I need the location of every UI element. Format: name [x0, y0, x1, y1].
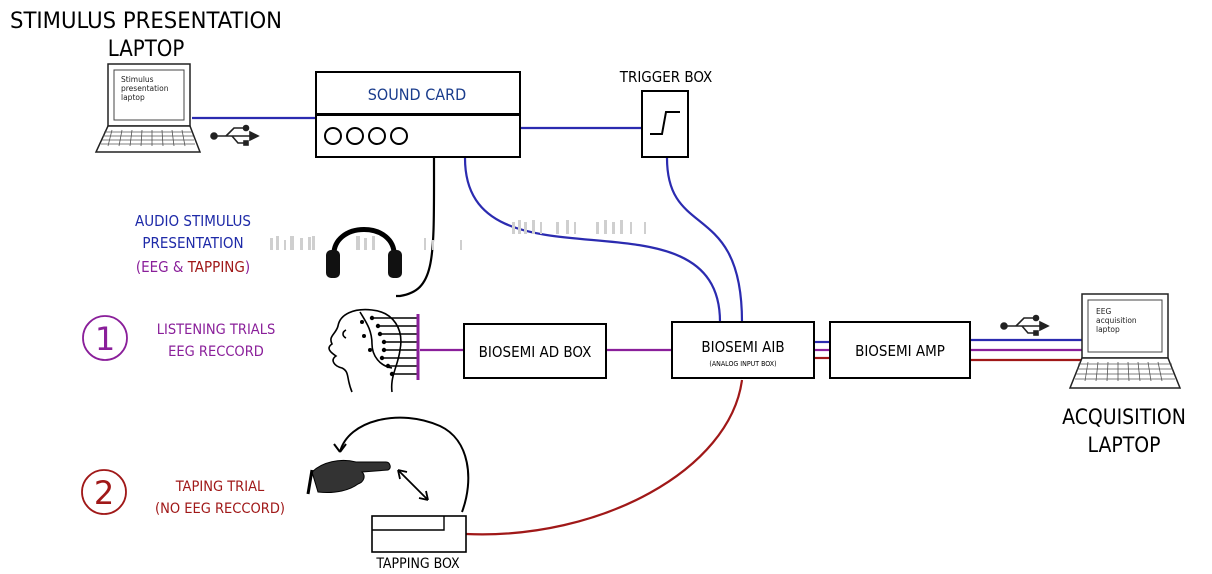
biosemi-amp: BIOSEMI AMP: [830, 322, 970, 378]
acq-laptop-title-2: LAPTOP: [1087, 433, 1160, 457]
acq-laptop-title-1: ACQUISITION: [1062, 405, 1186, 429]
stim-laptop-title-2: LAPTOP: [108, 37, 185, 62]
cable-soundcard-aib: [465, 158, 720, 322]
audio-label-3: (EEG & TAPPING): [136, 258, 250, 276]
audio-label-1: AUDIO STIMULUS: [135, 212, 251, 230]
usb-icon: [211, 126, 258, 146]
laptop-icon: [1070, 294, 1180, 388]
aib-label: BIOSEMI AIB: [701, 338, 784, 356]
trial-1-badge: 1: [83, 316, 127, 360]
head-eeg-icon: [329, 310, 418, 392]
cable-trigger-aib: [667, 158, 742, 322]
stim-screen-text-3: laptop: [121, 93, 145, 102]
stimulus-laptop: Stimulus presentation laptop: [96, 64, 200, 152]
trial-1-title: LISTENING TRIALS: [157, 322, 276, 338]
acq-screen-text-2: acquisition: [1096, 316, 1137, 325]
usb-icon: [1001, 316, 1048, 336]
trial-2-number: 2: [94, 474, 114, 512]
hand-icon: [308, 418, 468, 512]
trial-1-subtitle: EEG RECCORD: [168, 344, 264, 360]
signal-marks: [270, 220, 646, 250]
tapping-box-label: TAPPING BOX: [375, 556, 460, 572]
trigger-box-label: TRIGGER BOX: [619, 68, 713, 86]
acquisition-laptop: EEG acquisition laptop: [1070, 294, 1180, 388]
cable-tapping-aib: [466, 380, 742, 534]
headphones-icon: [326, 230, 402, 279]
aib-sublabel: (ANALOG INPUT BOX): [709, 360, 776, 368]
trigger-box: [642, 91, 688, 157]
sound-card: SOUND CARD: [316, 72, 520, 157]
stim-screen-text-1: Stimulus: [121, 75, 154, 84]
trial-2-subtitle: (NO EEG RECCORD): [155, 501, 285, 517]
acq-screen-text-3: laptop: [1096, 325, 1120, 334]
cable-soundcard-headphones: [396, 158, 434, 296]
biosemi-aib: BIOSEMI AIB (ANALOG INPUT BOX): [672, 322, 814, 378]
trial-1-number: 1: [95, 320, 115, 358]
tapping-box: [372, 516, 466, 552]
ad-box-label: BIOSEMI AD BOX: [479, 343, 592, 361]
stim-laptop-title-1: STIMULUS PRESENTATION: [10, 9, 282, 34]
trial-2-title: TAPING TRIAL: [175, 479, 265, 495]
amp-label: BIOSEMI AMP: [855, 342, 945, 360]
biosemi-ad-box: BIOSEMI AD BOX: [464, 324, 606, 378]
audio-label-2: PRESENTATION: [142, 234, 243, 252]
sound-card-label: SOUND CARD: [368, 85, 466, 104]
trial-2-badge: 2: [82, 470, 126, 514]
acq-screen-text-1: EEG: [1096, 307, 1111, 316]
stim-screen-text-2: presentation: [121, 84, 169, 93]
